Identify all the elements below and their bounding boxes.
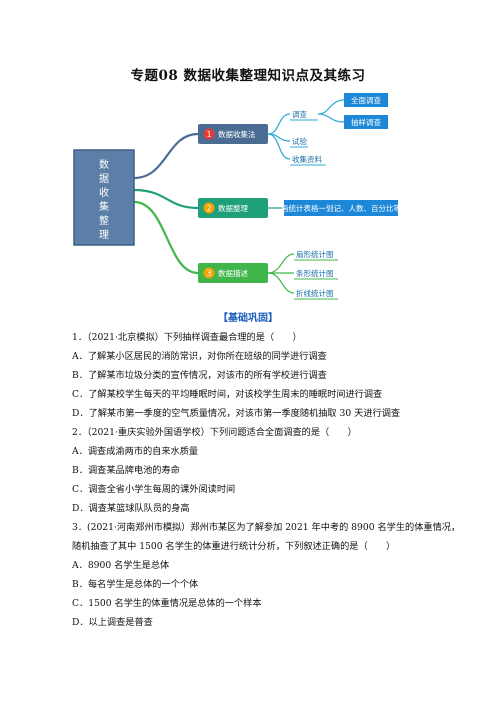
mind-map: 数 据 收 集 整 理 1 数据收集法 2 数据整理 3 数据描述 调查 试验 … [73, 93, 401, 300]
question-list: 1．（2021·北京模拟）下列抽样调查最合理的是（ ） A．了解某小区居民的消防… [72, 328, 461, 632]
branch-node-2 [198, 198, 268, 218]
badge-number: 3 [206, 269, 211, 278]
option-b: B．调查某品牌电池的寿命 [72, 465, 180, 476]
option-c: C．调查全省小学生每周的课外阅读时间 [72, 484, 236, 495]
branch-label-2: 数据整理 [218, 203, 248, 213]
number-badge-1 [203, 128, 215, 140]
branch-node-3 [198, 263, 268, 283]
badge-number: 2 [206, 204, 211, 213]
option-d: D．调查某篮球队队员的身高 [72, 503, 190, 514]
section-title: 【基础巩固】 [218, 313, 278, 324]
option-a: A．了解某小区居民的消防常识，对你所在班级的同学进行调查 [72, 351, 327, 362]
subchild-box [344, 115, 388, 129]
root-char: 收 [99, 186, 109, 199]
option-c: C．1500 名学生的体重情况是总体的一个样本 [72, 598, 262, 609]
option-d: D．了解某市第一季度的空气质量情况，对该市第一季度随机抽取 30 天进行调查 [72, 408, 401, 419]
child-node: 收集资料 [292, 154, 322, 164]
connector-branch-2 [132, 188, 200, 210]
root-char: 集 [99, 200, 109, 213]
branch-label-1: 数据收集法 [218, 129, 256, 139]
option-d: D．以上调查是普查 [72, 617, 153, 628]
page-title: 专题08 数据收集整理知识点及其练习 [130, 68, 366, 84]
child-box [284, 200, 398, 216]
root-node [73, 149, 135, 246]
root-char: 数 [99, 158, 109, 171]
child-node: 调查 [292, 109, 307, 119]
number-badge-3 [203, 267, 215, 279]
question-3-stem-cont: 随机抽查了其中 1500 名学生的体重进行统计分析，下列叙述正确的是（ ） [72, 541, 396, 552]
number-badge-2 [203, 202, 215, 214]
child-node: 画统计表格一划记、人数、百分比等 [281, 203, 401, 213]
question-2-stem: 2．（2021·重庆实验外国语学校）下列问题适合全面调查的是（ ） [72, 427, 357, 438]
connector-branch-1 [132, 132, 200, 180]
option-b: B．每名学生是总体的一个个体 [72, 579, 199, 590]
child-node: 试验 [292, 136, 307, 146]
child-node: 折线统计图 [296, 288, 334, 298]
option-c: C．了解某校学生每天的平均睡眠时间，对该校学生周末的睡眠时间进行调查 [72, 389, 383, 400]
option-a: A．8900 名学生是总体 [72, 560, 170, 571]
connector-branch-3 [132, 200, 200, 275]
root-char: 据 [99, 172, 109, 185]
subchild-label: 全面调查 [351, 95, 381, 105]
subchild-label: 抽样调查 [351, 117, 381, 127]
option-b: B．了解某市垃圾分类的宣传情况，对该市的所有学校进行调查 [72, 370, 327, 381]
question-3-stem: 3．(2021·河南郑州市模拟）郑州市某区为了解参加 2021 年中考的 890… [72, 522, 461, 533]
child-node: 扇形统计图 [296, 249, 334, 259]
root-char: 整 [99, 214, 109, 227]
child-node: 条形统计图 [296, 268, 334, 278]
root-char: 理 [99, 229, 109, 241]
question-1-stem: 1．（2021·北京模拟）下列抽样调查最合理的是（ ） [72, 332, 302, 343]
badge-number: 1 [206, 130, 211, 139]
branch-label-3: 数据描述 [218, 268, 248, 278]
option-a: A．调查成渝两市的自来水质量 [72, 446, 199, 457]
branch-node-1 [198, 124, 268, 144]
subchild-box [344, 93, 388, 107]
